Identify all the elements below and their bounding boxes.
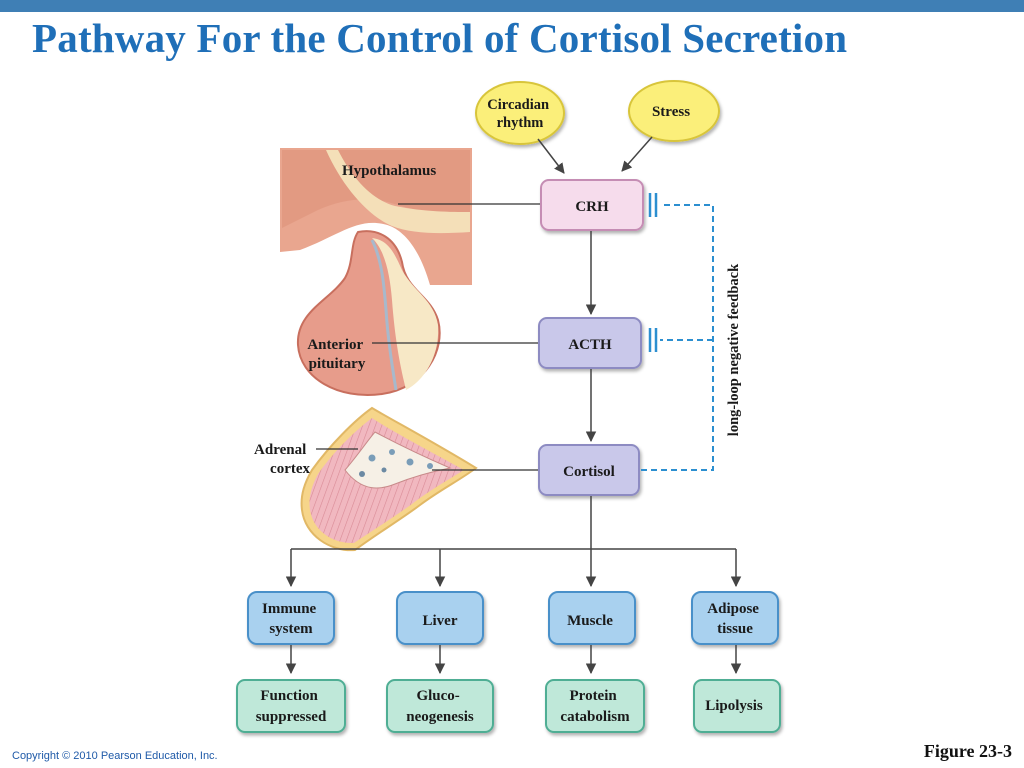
cortisol-node: Cortisol	[538, 444, 640, 496]
function-suppressed-node: Function suppressed	[236, 679, 346, 733]
stress-label: Stress	[652, 104, 690, 120]
immune-system-node: Immune system	[247, 591, 335, 645]
circadian-line-2: rhythm	[497, 115, 544, 131]
adrenal-cortex-label: Adrenal cortex	[254, 442, 310, 477]
function-suppressed-line-2: suppressed	[256, 709, 327, 725]
adipose-tissue-node: Adipose tissue	[691, 591, 779, 645]
adrenal-cortex-label-line-2: cortex	[270, 461, 310, 477]
lipolysis-node: Lipolysis	[693, 679, 781, 733]
cortisol-label: Cortisol	[563, 464, 615, 480]
svg-text:Adipose tissue: Adipose tissue	[707, 601, 762, 637]
svg-text:Function suppressed: Function suppressed	[256, 688, 327, 725]
pituitary-illustration	[296, 230, 441, 396]
immune-line-1: Immune	[262, 601, 317, 617]
hypothalamus-label: Hypothalamus	[342, 163, 436, 179]
acth-node: ACTH	[538, 317, 642, 369]
crh-node: CRH	[540, 179, 644, 231]
adipose-line-2: tissue	[717, 621, 753, 637]
svg-text:Gluco- neogenesis: Gluco- neogenesis	[406, 688, 474, 725]
adipose-line-1: Adipose	[707, 601, 759, 617]
anterior-pituitary-label: Anterior pituitary	[307, 337, 366, 372]
protein-catabolism-line-1: Protein	[570, 688, 618, 704]
protein-catabolism-line-2: catabolism	[560, 709, 630, 725]
figure-label: Figure 23-3	[923, 741, 1012, 761]
crh-label: CRH	[575, 199, 609, 215]
copyright-notice: Copyright © 2010 Pearson Education, Inc.	[12, 750, 218, 762]
anterior-pituitary-label-line-1: Anterior	[307, 337, 363, 353]
muscle-label: Muscle	[567, 613, 613, 629]
circadian-rhythm-node: Circadian rhythm	[475, 81, 565, 145]
liver-label: Liver	[423, 613, 458, 629]
lipolysis-label: Lipolysis	[705, 698, 763, 714]
muscle-node: Muscle	[548, 591, 636, 645]
hypothalamus-illustration	[280, 148, 472, 285]
gluconeogenesis-line-2: neogenesis	[406, 709, 474, 725]
svg-text:Protein catabolism: Protein catabolism	[560, 688, 630, 725]
distribution-tree	[285, 496, 742, 588]
svg-text:Circadian rhythm: Circadian rhythm	[487, 97, 552, 131]
svg-text:Immune system: Immune system	[262, 601, 320, 637]
liver-node: Liver	[396, 591, 484, 645]
circadian-to-crh-arrow	[537, 138, 565, 174]
adrenal-cortex-label-line-1: Adrenal	[254, 442, 306, 458]
stress-to-crh-arrow	[621, 136, 653, 172]
slide-title: Pathway For the Control of Cortisol Secr…	[32, 15, 848, 61]
protein-catabolism-node: Protein catabolism	[545, 679, 645, 733]
anterior-pituitary-label-line-2: pituitary	[309, 356, 366, 372]
stress-node: Stress	[628, 80, 720, 142]
negative-feedback-loop	[641, 193, 714, 471]
function-suppressed-line-1: Function	[260, 688, 318, 704]
feedback-label: long-loop negative feedback	[726, 263, 742, 436]
gluconeogenesis-node: Gluco- neogenesis	[386, 679, 494, 733]
acth-label: ACTH	[568, 337, 612, 353]
gluconeogenesis-line-1: Gluco-	[416, 688, 459, 704]
adrenal-cortex-illustration	[300, 406, 478, 552]
circadian-line-1: Circadian	[487, 97, 549, 113]
immune-line-2: system	[269, 621, 313, 637]
top-bar	[0, 0, 1024, 12]
